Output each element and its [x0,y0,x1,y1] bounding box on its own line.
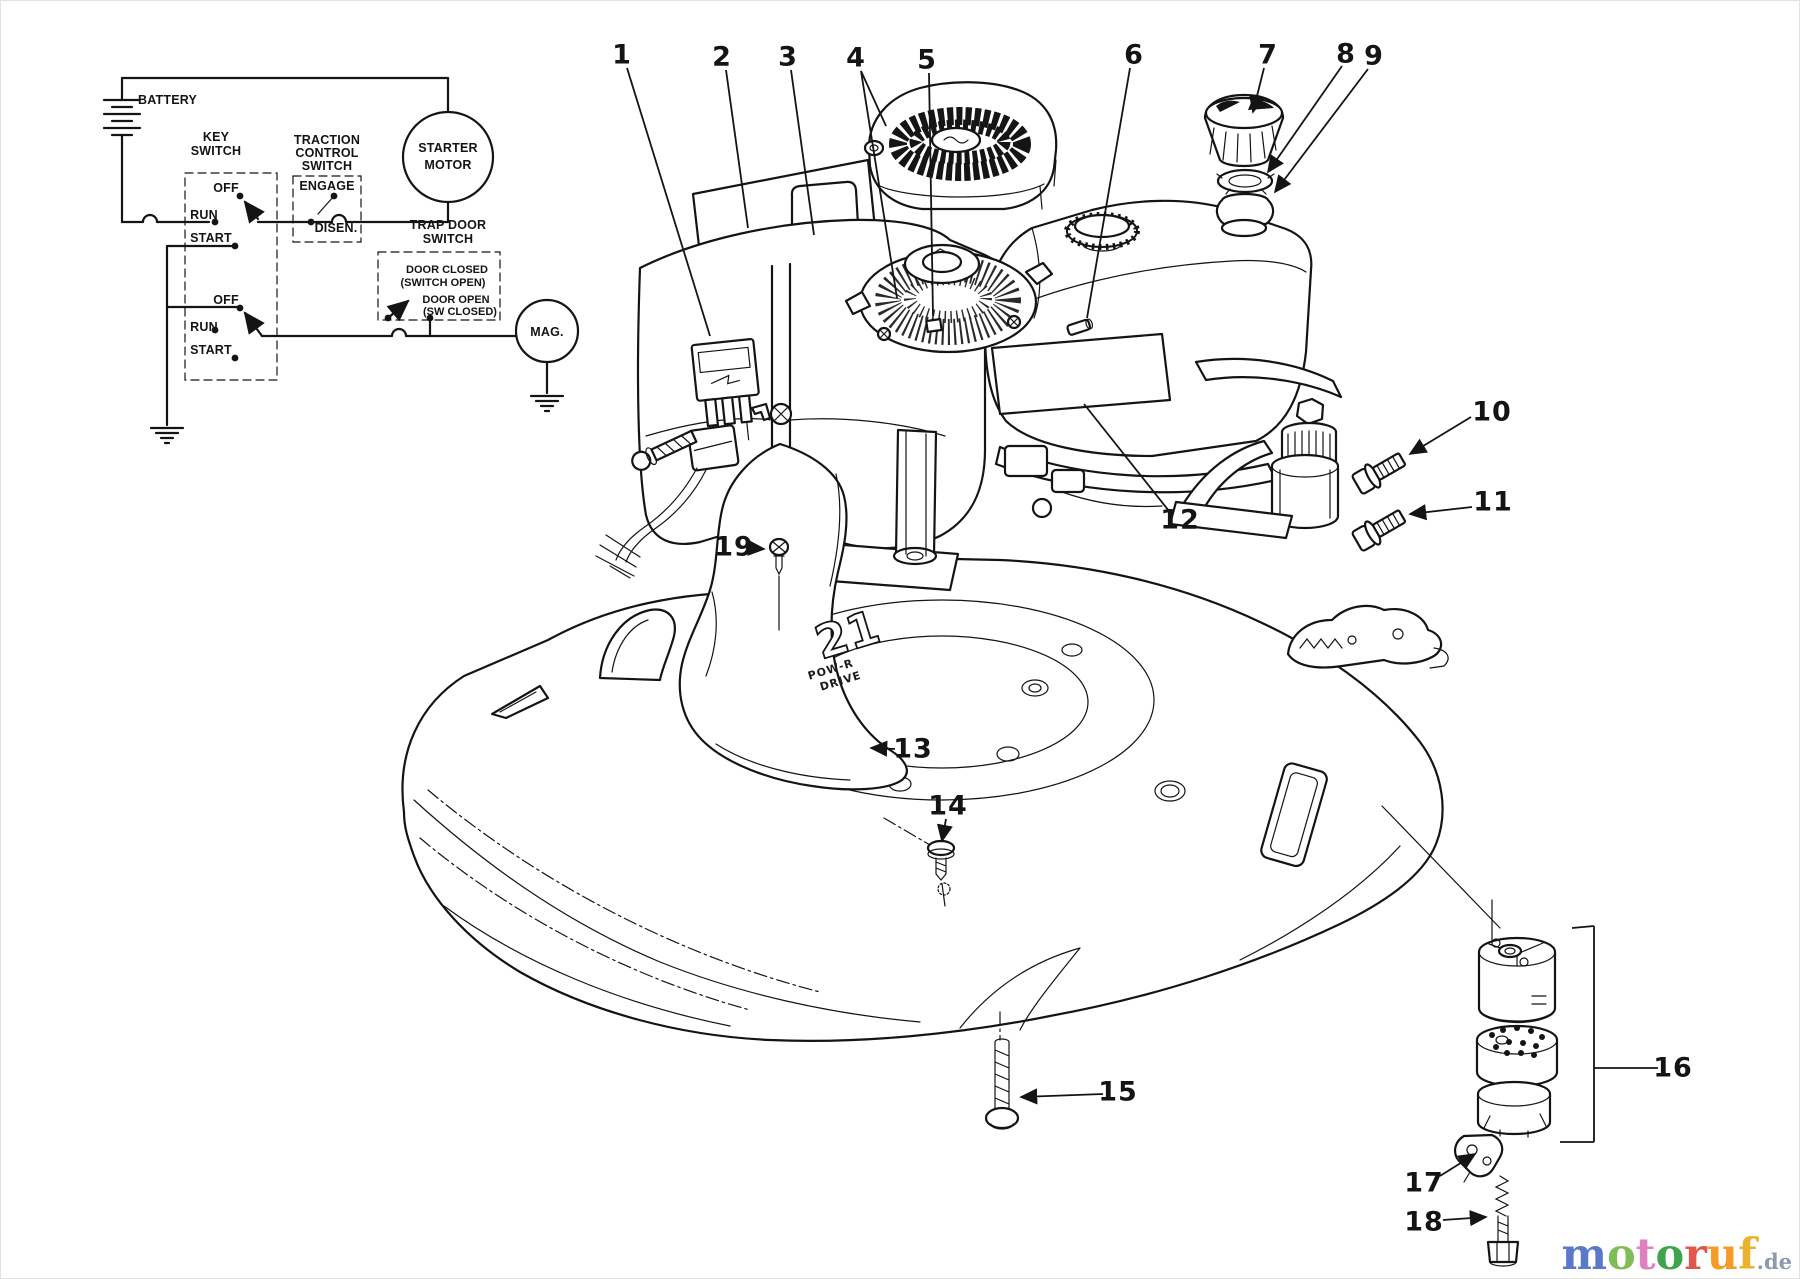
motoruf-watermark[interactable]: motoruf.de [1561,1234,1792,1277]
key-start-1: START [190,231,232,245]
air-filter-element [1215,192,1275,226]
callout-18: 18 [1404,1206,1444,1238]
callout-leader-lines [626,65,1658,1227]
wire-ribbon [595,467,707,579]
traction-disengage: DISEN. [315,221,358,235]
callout-5: 5 [917,44,937,76]
logo-suffix: .de [1756,1249,1792,1274]
bolt-15 [984,1038,1020,1130]
logo-letter: r [1684,1230,1707,1279]
switch-bolt [631,429,698,471]
starter-label-2: MOTOR [424,158,471,172]
magneto-circle [514,298,580,364]
connector-block [687,424,740,472]
key-start-2: START [190,343,232,357]
interlock-switch-module [690,337,760,444]
crankshaft-pulley [894,428,938,558]
traction-engage: ENGAGE [299,179,354,193]
callout-7: 7 [1258,39,1278,71]
traction-title-3: SWITCH [302,159,353,173]
pawl-17 [1454,1133,1504,1183]
starter-nut [1295,397,1325,426]
callout-9: 9 [1364,40,1384,72]
key-off-1: OFF [213,181,239,195]
recoil-housing [863,81,1058,211]
callout-6: 6 [1124,39,1144,71]
carburetor [1003,444,1049,478]
callout-17: 17 [1404,1167,1444,1199]
deck-bolt-holes [888,643,1186,802]
callout-19: 19 [714,531,754,563]
starter-label-1: STARTER [418,141,478,155]
air-cleaner-stack [1203,93,1285,238]
electric-starter-motor [1168,357,1343,540]
tank-decal [990,332,1172,416]
callout-1: 1 [612,39,632,71]
schematic-wires [120,76,565,445]
battery-symbol [102,98,142,137]
callout-8: 8 [1336,38,1356,70]
logo-letter: f [1738,1230,1757,1279]
clutch-bottom-drum [1476,1080,1552,1136]
callout-2: 2 [712,41,732,73]
clutch-assembly [1475,899,1559,1138]
trap-door-open-1: DOOR OPEN [422,294,489,306]
callout-16: 16 [1653,1052,1693,1084]
cable-bracket-right [1286,604,1449,669]
logo-letter: t [1635,1230,1656,1279]
engine-assembly [595,81,1343,592]
belt-cover: 21 POW-R DRIVE [678,442,908,791]
rear-pad [1260,762,1328,868]
wiring-schematic: BATTERY KEY SWITCH OFF RUN START OFF RUN… [102,76,580,445]
callout-4: 4 [846,42,866,74]
logo-letter: o [1655,1230,1685,1279]
ground-symbol-mag [529,394,565,413]
trap-door-closed-2: (SWITCH OPEN) [401,277,486,289]
screw-19 [768,537,790,631]
key-switch-title-2: SWITCH [191,144,242,158]
bracket-16 [1560,925,1658,1143]
logo-letter: m [1561,1230,1607,1279]
trap-door-open-2: (SW CLOSED) [423,306,497,318]
key-switch-title-1: KEY [203,130,230,144]
battery-label: BATTERY [138,93,197,107]
key-off-2: OFF [213,293,239,307]
bolt-11 [1351,509,1406,552]
bolt-18 [1486,1175,1520,1267]
ground-symbol-left [149,426,185,445]
callout-15: 15 [1098,1076,1138,1108]
spring-coil [1299,638,1343,649]
mag-label: MAG. [530,325,563,339]
traction-switch-box [292,175,362,243]
bolt-14 [926,839,956,896]
bolt-10 [1351,452,1406,495]
callout-11: 11 [1473,486,1513,518]
callout-3: 3 [778,41,798,73]
starter-motor-circle [401,110,495,204]
key-run-2: RUN [190,320,218,334]
callout-14: 14 [928,790,968,822]
key-switch-box [184,172,278,381]
logo-letter: u [1706,1230,1739,1279]
callout-12: 12 [1160,504,1200,536]
logo-letter: o [1606,1230,1636,1279]
trap-door-closed-1: DOOR CLOSED [406,264,488,276]
traction-title-1: TRACTION [294,133,360,147]
callout-10: 10 [1472,396,1512,428]
trap-door-switch-box [377,251,501,321]
trap-door-title-2: SWITCH [423,232,474,246]
key-run-1: RUN [190,208,218,222]
vent-pin [1066,318,1094,336]
fasteners [768,452,1559,1267]
fuel-tank [983,199,1313,458]
cap-gasket [1216,168,1274,194]
fork-terminal [750,402,772,422]
callout-13: 13 [893,733,933,765]
flywheel-screen [844,243,1054,354]
traction-title-2: CONTROL [295,146,358,160]
screen-nut [925,317,943,334]
trap-door-title-1: TRAP DOOR [410,218,487,232]
